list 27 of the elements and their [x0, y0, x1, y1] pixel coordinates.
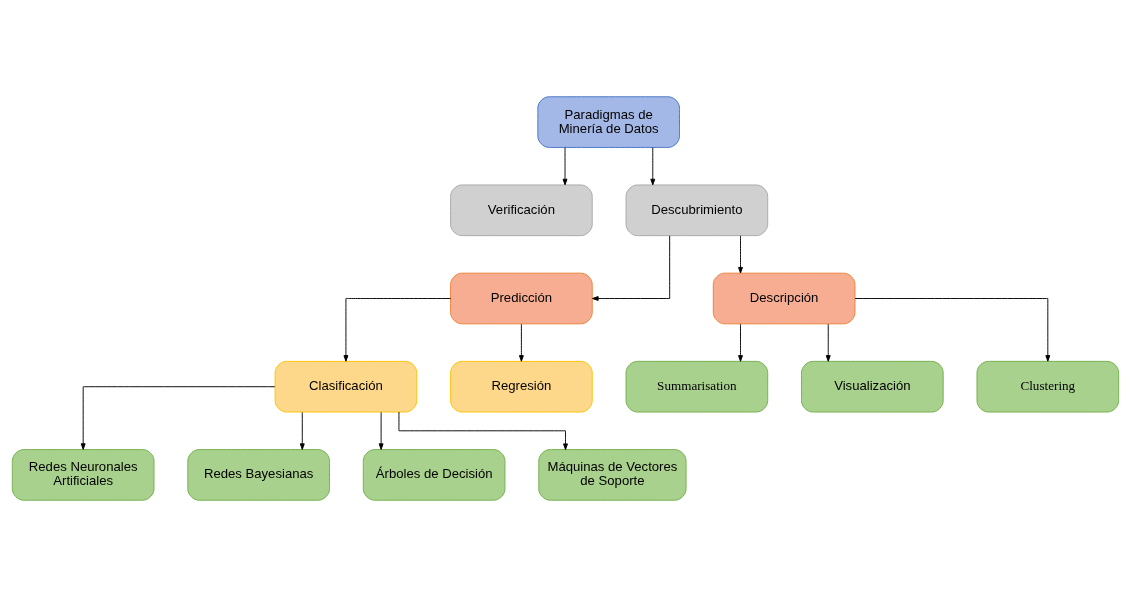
node-box: Clustering	[976, 360, 1120, 413]
node-box: Visualización	[801, 360, 944, 413]
arrow	[343, 298, 451, 362]
node-box: Descripción	[712, 272, 856, 325]
arrow	[378, 411, 384, 450]
node-box: Máquinas de Vectores de Soporte	[538, 449, 687, 501]
node-box: Predicción	[450, 272, 593, 325]
node-box: Árboles de Decisión	[362, 449, 506, 501]
node-box: Regresión	[450, 360, 593, 413]
node-box: Paradigmas de Minería de Datos	[537, 96, 680, 148]
node-box: Clasificación	[274, 360, 418, 413]
arrow	[738, 235, 743, 274]
arrow	[854, 298, 1051, 362]
arrow	[562, 147, 568, 186]
arrow	[825, 323, 831, 362]
arrow	[299, 411, 305, 450]
arrow	[592, 235, 671, 301]
arrow	[398, 411, 568, 450]
node-box: Descubrimiento	[625, 184, 769, 237]
arrow	[738, 323, 743, 362]
node-box: Summarisation	[625, 360, 769, 413]
node-box: Redes Neuronales Artificiales	[11, 449, 155, 501]
arrow	[650, 147, 656, 186]
node-box: Redes Bayesianas	[187, 449, 330, 501]
arrow	[80, 386, 276, 450]
arrow	[518, 323, 524, 362]
node-box: Verificación	[450, 184, 593, 237]
